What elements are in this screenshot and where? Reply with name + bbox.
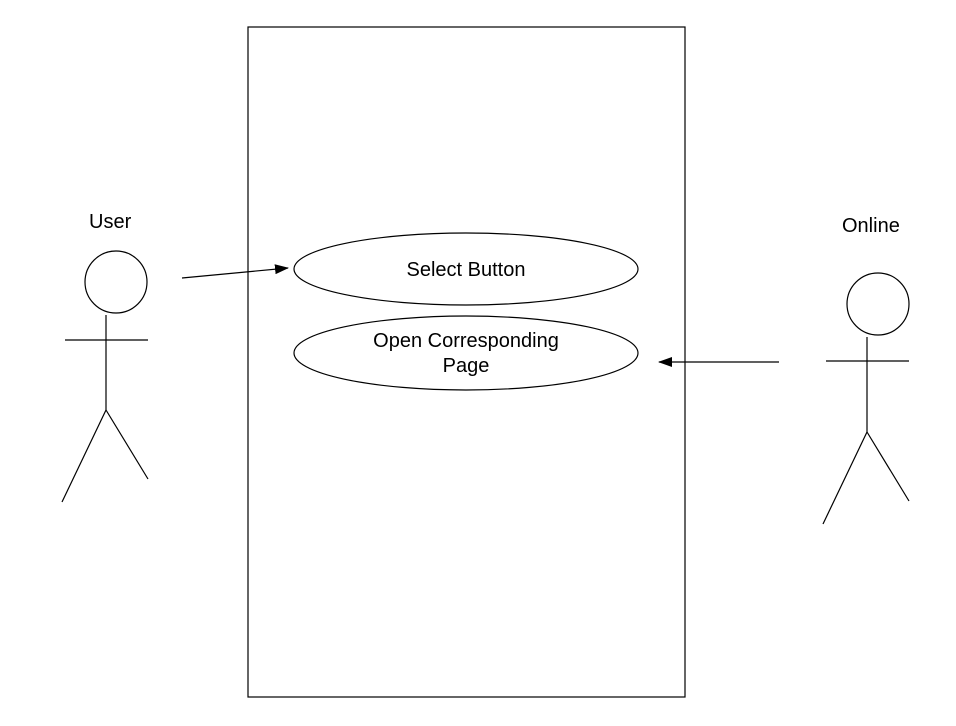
arrow-user-to-select-button bbox=[181, 264, 289, 279]
use-case-select-button: Select Button bbox=[293, 232, 639, 306]
actor-online-right-leg bbox=[866, 431, 910, 502]
use-case-open-page: Open Corresponding Page bbox=[293, 315, 639, 391]
use-case-open-page-label-line2: Page bbox=[443, 355, 490, 377]
actor-user-left-leg bbox=[61, 409, 107, 503]
actor-user-label: User bbox=[89, 211, 132, 233]
actor-user: User bbox=[61, 211, 149, 503]
actor-user-head bbox=[84, 250, 148, 314]
actor-user-right-leg bbox=[105, 409, 149, 480]
use-case-select-button-ellipse bbox=[293, 232, 639, 306]
use-case-open-page-ellipse bbox=[293, 315, 639, 391]
use-case-open-page-label-line1: Open Corresponding bbox=[373, 330, 559, 352]
actor-online: Online bbox=[822, 215, 910, 525]
actor-online-head bbox=[846, 272, 910, 336]
use-case-select-button-label: Select Button bbox=[407, 259, 526, 281]
actor-online-label: Online bbox=[842, 215, 900, 237]
actor-online-left-leg bbox=[822, 431, 868, 525]
